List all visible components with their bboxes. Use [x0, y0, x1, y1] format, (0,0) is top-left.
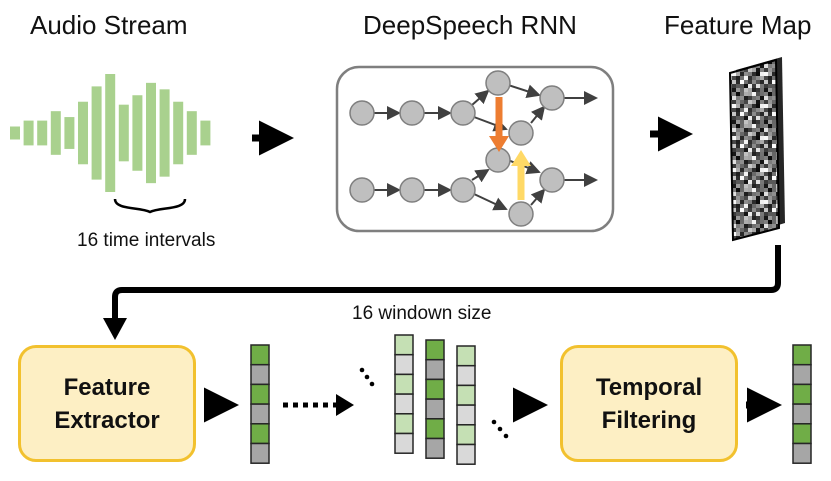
waveform-bar [37, 120, 48, 146]
window-vector-3-cell [456, 424, 476, 446]
rnn-nodes [349, 70, 565, 227]
waveform-bar [105, 74, 116, 192]
window-vector-3-cell [456, 404, 476, 426]
output-vector-cell [792, 423, 812, 445]
output-vector-cell [792, 403, 812, 425]
feature-vectors [250, 334, 812, 465]
feature-map-title: Feature Map [664, 10, 812, 40]
window-vector-1-cell [394, 353, 414, 376]
vector-1-cell [250, 423, 270, 445]
waveform-bar [50, 111, 61, 155]
window-vector-1-cell [394, 393, 414, 415]
waveform-bar [91, 86, 102, 180]
window-vector-3-cell [456, 345, 476, 367]
connector-featuremap-to-extractor [112, 245, 781, 320]
waveform-bar [64, 117, 75, 149]
window-vector-1-cell [394, 334, 414, 356]
window-vector-2-cell [425, 358, 445, 381]
window-vector-3-cell [456, 443, 476, 465]
window-vector-2-cell [425, 398, 445, 420]
waveform-bar [186, 111, 197, 155]
ellipsis-bottom [491, 419, 509, 439]
output-vector-cell [792, 344, 812, 366]
ellipsis-top [359, 367, 375, 387]
waveform-bar [173, 101, 184, 165]
orange-arrowhead [489, 136, 509, 152]
vector-1-cell [250, 344, 270, 366]
output-vector-cell [792, 383, 812, 405]
temporal-filtering-box: Temporal Filtering [560, 345, 738, 462]
yellow-arrowhead [511, 150, 531, 166]
output-vector-cell [792, 442, 812, 464]
vector-1-cell [250, 442, 270, 464]
window-vector-1-cell [394, 413, 414, 435]
window-vector-2-cell [425, 437, 445, 459]
rnn-box [335, 65, 615, 233]
feature-map-panel [728, 58, 781, 242]
interval-brace [113, 198, 187, 214]
vector-1-cell [250, 363, 270, 386]
window-vector-3-cell [456, 384, 476, 406]
window-vector-3-cell [456, 364, 476, 387]
waveform-bar [200, 120, 211, 146]
window-vector-1-cell [394, 432, 414, 454]
waveform-bar [10, 126, 20, 140]
waveform-bar [118, 104, 129, 162]
vector-1-cell [250, 403, 270, 425]
window-vector-2-cell [425, 378, 445, 400]
waveform-bar [132, 95, 143, 171]
feature-extractor-box: Feature Extractor [18, 345, 196, 462]
output-vector-cell [792, 363, 812, 386]
connector-arrowhead [103, 318, 127, 340]
time-intervals-label: 16 time intervals [77, 230, 216, 251]
window-vector-2-cell [425, 418, 445, 440]
waveform-bar [146, 82, 156, 184]
window-vector-1-cell [394, 373, 414, 395]
waveform-bar [23, 120, 34, 146]
deepspeech-rnn-title: DeepSpeech RNN [363, 10, 577, 40]
waveform-bar [78, 101, 88, 165]
vector-1-cell [250, 383, 270, 405]
window-vector-2-cell [425, 339, 445, 361]
audio-stream-title: Audio Stream [30, 10, 188, 40]
window-size-label: 16 windown size [352, 303, 492, 324]
dotted-arrowhead [336, 394, 354, 416]
audio-waveform [10, 74, 211, 192]
waveform-bar [159, 89, 170, 177]
